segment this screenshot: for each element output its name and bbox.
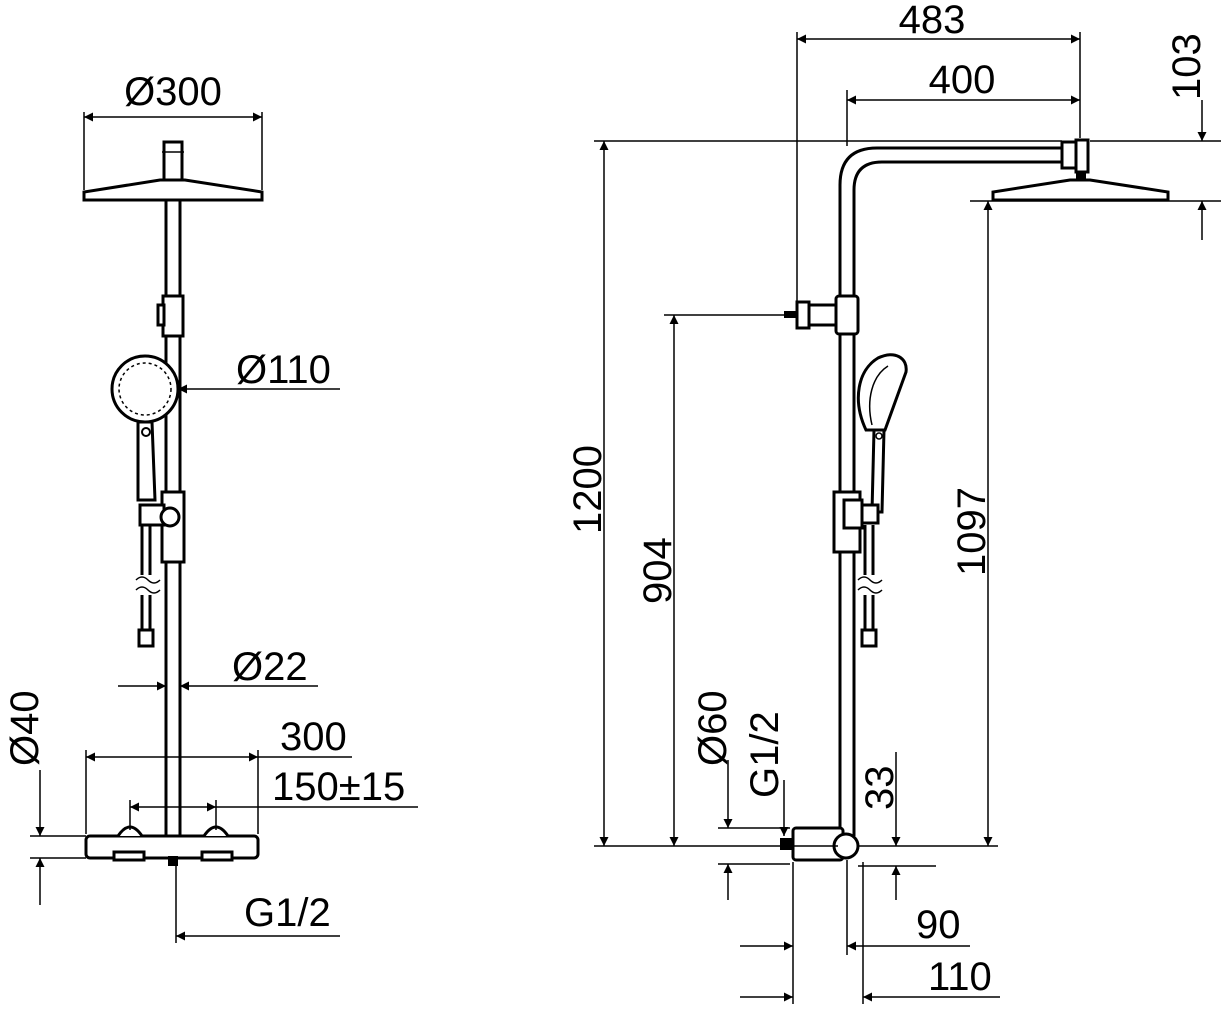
dim-total-height-label: 1200	[566, 445, 610, 534]
side-hose	[857, 525, 883, 648]
dim-hand-shower-diameter: Ø110	[178, 348, 340, 394]
side-hand-shower	[856, 353, 908, 514]
dim-head-height: 1097	[858, 201, 998, 847]
dim-arm-reach-label: 483	[899, 0, 966, 42]
front-shower-head	[82, 140, 264, 202]
dim-outlet-offset-label: 33	[858, 766, 902, 811]
dim-pipe-diameter: Ø22	[118, 645, 318, 691]
dim-inlet-thread-label: G1/2	[743, 711, 787, 798]
dim-inlet-spacing-label: 150±15	[272, 765, 405, 809]
dim-head-diameter-label: Ø300	[124, 70, 222, 114]
dim-inlet-thread: G1/2	[743, 711, 789, 836]
dim-mixer-width-label: 300	[280, 715, 347, 759]
dim-wall-distance-max: 110	[740, 862, 1000, 1004]
dim-head-offset-label: 103	[1165, 33, 1209, 100]
dim-mixer-diameter-label: Ø40	[3, 690, 47, 766]
dim-inlet-spacing: 150±15	[129, 765, 418, 830]
front-lower-slider	[138, 490, 186, 564]
front-hose	[135, 525, 161, 648]
dim-head-offset: 103	[970, 33, 1221, 240]
dim-outlet-thread-label: G1/2	[244, 891, 331, 935]
dim-mixer-width: 300	[85, 715, 352, 834]
dim-outlet-offset: 33	[858, 752, 936, 900]
front-view: Ø300 Ø110 Ø22 300 150±15	[3, 70, 418, 943]
front-upper-slider	[161, 294, 185, 338]
side-wall-bracket	[778, 294, 860, 336]
dim-total-height: 1200	[566, 140, 1062, 847]
dim-head-height-label: 1097	[950, 487, 994, 576]
dim-body-diameter: Ø60	[691, 690, 790, 900]
side-mixer	[780, 826, 860, 862]
dim-wall-distance-min-label: 90	[916, 903, 961, 947]
front-mixer	[84, 825, 260, 866]
dim-mixer-diameter: Ø40	[3, 690, 86, 905]
dim-pipe-diameter-label: Ø22	[232, 645, 308, 689]
side-shower-head	[991, 178, 1170, 202]
dim-head-reach-label: 400	[929, 58, 996, 102]
front-hand-shower	[110, 354, 180, 502]
dim-arm-reach: 483	[796, 0, 1081, 302]
side-lower-slider	[832, 490, 880, 554]
side-riser-arm	[838, 138, 1090, 836]
dim-outlet-thread: G1/2	[175, 866, 340, 943]
dim-wall-distance-min: 90	[740, 860, 970, 1004]
dim-body-diameter-label: Ø60	[691, 690, 735, 766]
dim-bracket-height: 904	[636, 314, 778, 846]
dim-bracket-height-label: 904	[636, 537, 680, 604]
side-view: 483 400 103 1200 904	[566, 0, 1221, 1004]
dim-head-diameter: Ø300	[83, 70, 263, 190]
dim-wall-distance-max-label: 110	[928, 955, 992, 999]
dim-head-reach: 400	[846, 58, 1080, 146]
dim-hand-shower-diameter-label: Ø110	[236, 348, 331, 392]
